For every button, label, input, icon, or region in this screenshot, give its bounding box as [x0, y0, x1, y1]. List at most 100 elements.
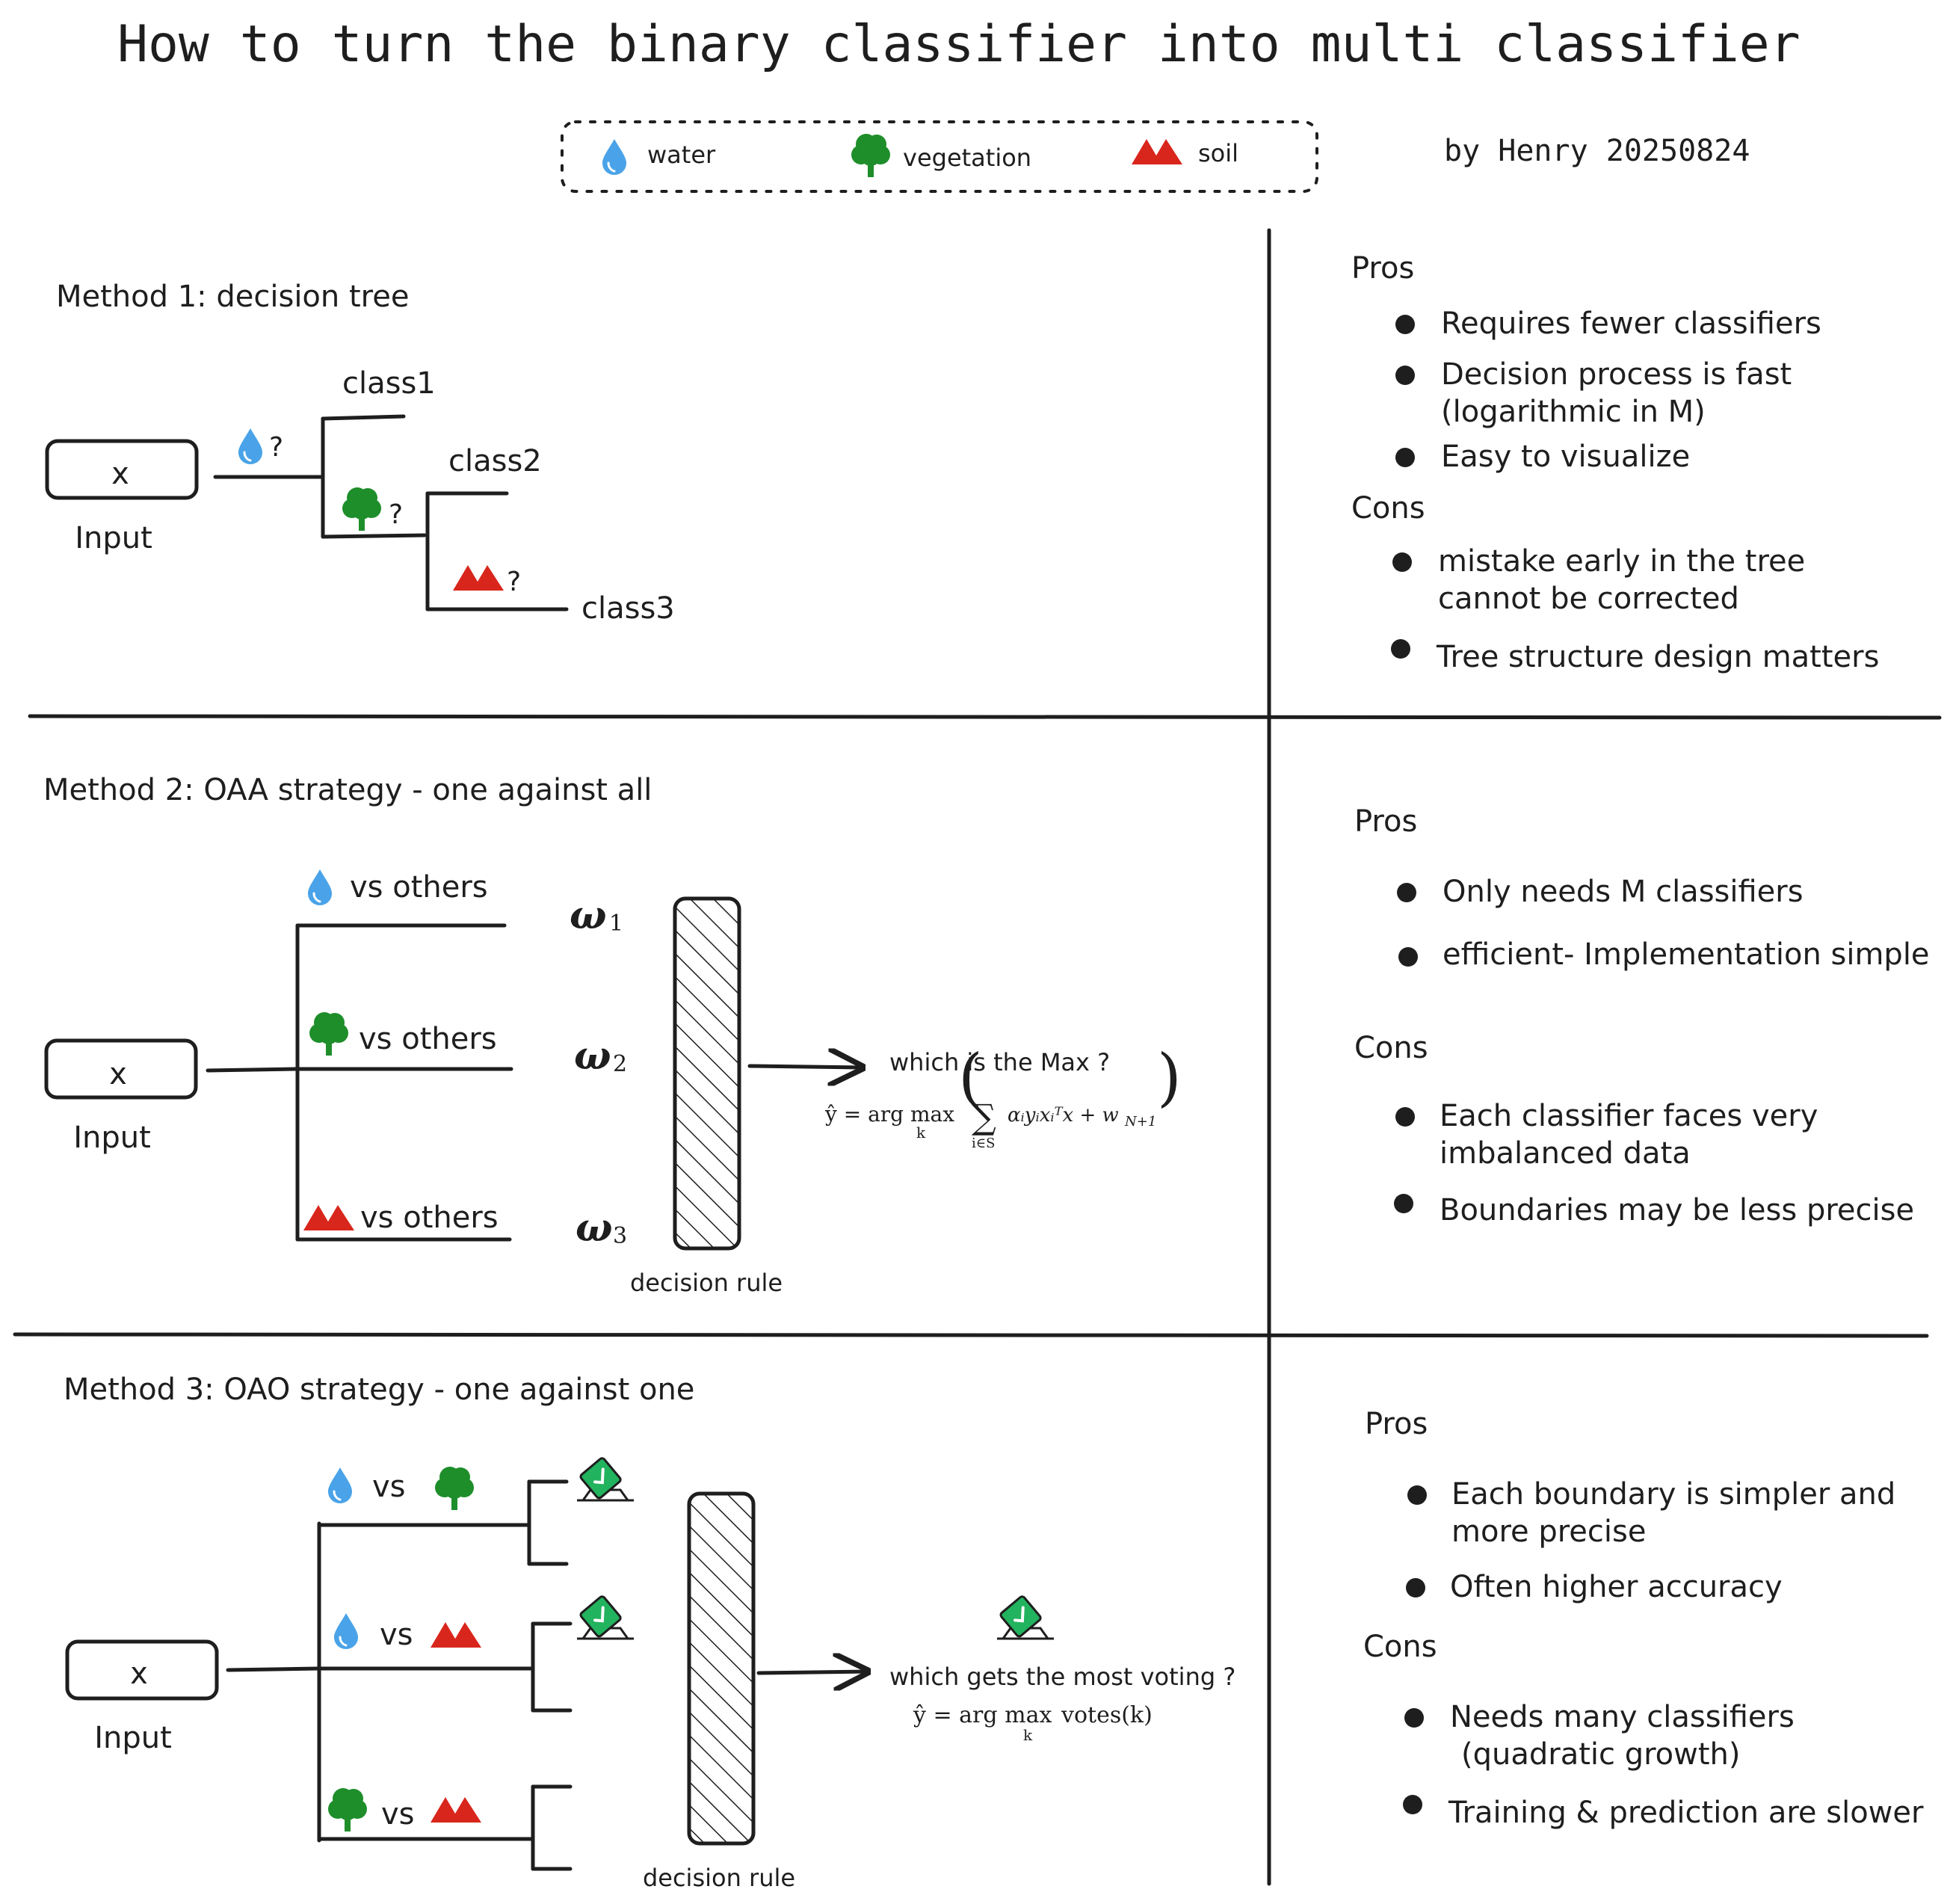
svg-text:∑: ∑ [972, 1097, 996, 1137]
bullet [1395, 315, 1415, 334]
omega-subscript: 1 [609, 911, 623, 937]
bullet [1392, 552, 1412, 572]
bullet [1406, 1578, 1425, 1598]
method3-input-box [65, 1639, 219, 1701]
method1-pro-1: Requires fewer classifiers [1441, 306, 1821, 341]
method1-input-label: Input [75, 521, 152, 555]
method2-pros-title: Pros [1354, 804, 1417, 839]
water-drop-icon [306, 868, 333, 907]
water-drop-icon [333, 1612, 360, 1651]
svg-text:ŷ = arg max: ŷ = arg max [824, 1102, 954, 1127]
method2-input-symbol: x [109, 1057, 127, 1091]
method3-input-label: Input [94, 1721, 172, 1755]
method3-con-1-cont: (quadratic growth) [1461, 1737, 1741, 1772]
mountain-icon [431, 1622, 481, 1648]
ballot-vote-icon [996, 1594, 1055, 1640]
bullet [1403, 1795, 1422, 1814]
vs-label: vs [381, 1797, 415, 1831]
vs-others-label: vs others [359, 1022, 497, 1056]
method3-title: Method 3: OAO strategy - one against one [64, 1372, 694, 1407]
method3-con-2: Training & prediction are slower [1448, 1796, 1924, 1830]
omega-label: ω [576, 1205, 613, 1251]
tree-icon [851, 134, 890, 177]
vs-others-label: vs others [350, 870, 488, 905]
method1-cons-title: Cons [1351, 491, 1425, 526]
oao-decision-rule-label: decision rule [643, 1864, 795, 1892]
vs-others-label: vs others [360, 1201, 499, 1235]
omega-label: ω [570, 893, 607, 938]
svg-text:k: k [1023, 1726, 1033, 1744]
svg-text:i∈S: i∈S [972, 1136, 995, 1151]
bullet [1395, 1107, 1415, 1127]
bullet [1395, 448, 1415, 467]
svg-text:k: k [916, 1124, 926, 1142]
omega-subscript: 2 [613, 1051, 627, 1077]
bullet [1404, 1708, 1424, 1728]
class3-label: class3 [581, 591, 675, 626]
svg-text:): ) [1157, 1041, 1182, 1114]
water-drop-icon [601, 138, 628, 176]
svg-text:ŷ = arg max: ŷ = arg max [913, 1702, 1052, 1728]
method1-pro-2-cont: (logarithmic in M) [1441, 395, 1706, 429]
method2-con-1: Each classifier faces very [1440, 1099, 1818, 1133]
tree-icon [435, 1467, 474, 1510]
legend-box [561, 120, 1318, 193]
svg-text:αᵢyᵢxᵢᵀx + w: αᵢyᵢxᵢᵀx + w [1008, 1104, 1119, 1127]
mountain-icon [431, 1797, 481, 1823]
method1-con-1: mistake early in the tree [1438, 544, 1805, 579]
method2-input-box [44, 1038, 198, 1100]
legend-label-water: water [647, 141, 716, 169]
oao-arrow [756, 1672, 867, 1673]
oaa-arrow [747, 1066, 862, 1067]
method3-pro-1: Each boundary is simpler and [1451, 1477, 1895, 1512]
question-mark: ? [389, 499, 403, 530]
method2-cons-title: Cons [1354, 1031, 1428, 1065]
method2-con-2: Boundaries may be less precise [1440, 1193, 1914, 1227]
legend-label-soil: soil [1198, 139, 1238, 167]
oao-formula: ŷ = arg max k votes(k) [913, 1702, 1153, 1744]
method1-input-symbol: x [111, 457, 129, 491]
method1-con-1-cont: cannot be corrected [1438, 582, 1739, 616]
bullet [1407, 1485, 1427, 1505]
tree-icon [328, 1788, 367, 1831]
divider-1 [28, 714, 1942, 720]
mountain-icon [303, 1205, 354, 1230]
method3-pros-title: Pros [1365, 1407, 1428, 1441]
method3-pro-2: Often higher accuracy [1450, 1570, 1783, 1604]
method1-input-box [45, 439, 199, 500]
author-credit: by Henry 20250824 [1444, 134, 1750, 168]
oaa-decision-rule-bar [673, 896, 741, 1251]
method3-cons-title: Cons [1363, 1630, 1437, 1664]
method1-pro-3: Easy to visualize [1441, 440, 1690, 474]
method2-pro-1: Only needs M classifiers [1443, 875, 1804, 909]
water-drop-icon [327, 1466, 354, 1505]
oaa-question: which is the Max ? [889, 1048, 1110, 1076]
method3-con-1: Needs many classifiers [1450, 1700, 1795, 1734]
vs-label: vs [380, 1618, 413, 1652]
ballot-vote-icon [576, 1594, 635, 1640]
omega-subscript: 3 [613, 1223, 627, 1249]
method1-con-2: Tree structure design matters [1436, 640, 1879, 674]
mountain-icon [453, 565, 504, 591]
omega-label: ω [574, 1033, 611, 1079]
class2-label: class2 [448, 444, 542, 478]
divider-2 [13, 1332, 1929, 1338]
question-mark: ? [507, 567, 521, 597]
bullet [1395, 366, 1415, 385]
method1-title: Method 1: decision tree [56, 280, 409, 314]
svg-text:(: ( [958, 1041, 983, 1114]
bullet [1391, 639, 1410, 659]
water-drop-icon [237, 427, 264, 466]
bullet [1397, 883, 1416, 902]
legend-label-vegetation: vegetation [903, 144, 1031, 172]
svg-text:N+1: N+1 [1124, 1114, 1156, 1130]
oao-decision-rule-bar [687, 1491, 756, 1846]
method2-pro-2: efficient- Implementation simple [1443, 937, 1930, 972]
svg-text:votes(k): votes(k) [1061, 1702, 1153, 1728]
page-title: How to turn the binary classifier into m… [117, 15, 1801, 74]
mountain-icon [1132, 139, 1182, 164]
vs-label: vs [372, 1470, 406, 1504]
tree-icon [342, 487, 381, 531]
bullet [1398, 947, 1418, 967]
